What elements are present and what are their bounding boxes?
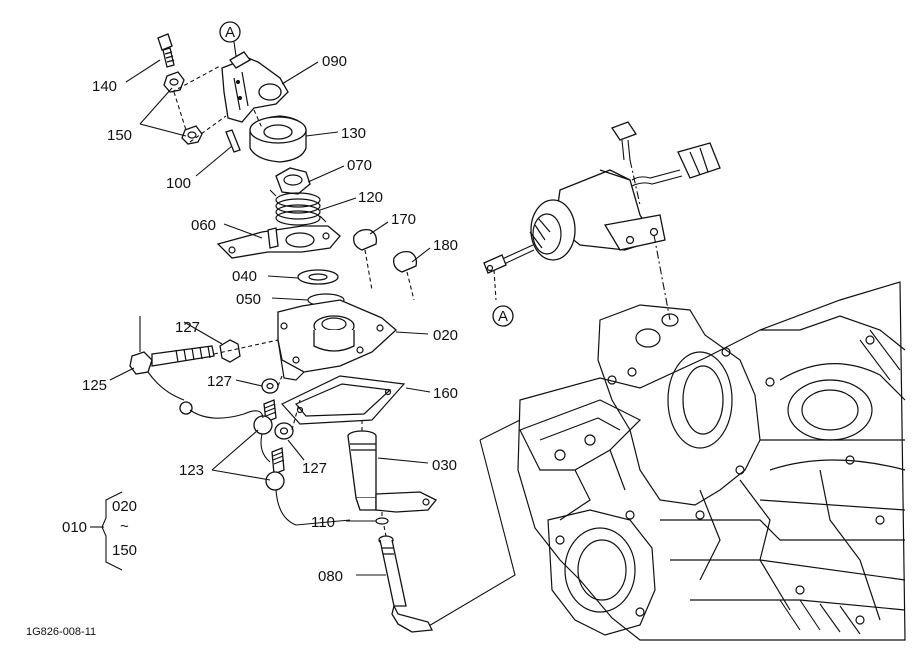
reference-a-label: A	[225, 24, 235, 41]
seal-wire	[275, 489, 351, 526]
part-140-bolt	[157, 33, 175, 68]
label-030: 030	[432, 457, 457, 474]
label-125: 125	[82, 377, 107, 394]
assembly-connector-line	[421, 439, 516, 631]
label-140: 140	[92, 78, 117, 95]
label-group-from: 020	[112, 498, 137, 515]
label-100: 100	[166, 175, 191, 192]
label-150: 150	[107, 127, 132, 144]
label-127-middle: 127	[207, 373, 232, 390]
stop-solenoid	[483, 121, 721, 321]
label-110: 110	[311, 514, 335, 531]
reference-a-top: A	[219, 21, 241, 43]
seal-wire	[147, 371, 185, 401]
part-070-nut	[275, 167, 311, 195]
part-020-housing	[277, 299, 397, 381]
part-100-pin	[225, 129, 241, 153]
part-180-bolt	[393, 250, 418, 301]
part-120-spring	[269, 189, 327, 226]
part-060-lever	[216, 225, 341, 259]
part-040-washer	[297, 269, 339, 285]
part-labels: 140 150 090 130 100 070 120 060 170 180 …	[82, 53, 458, 585]
label-160: 160	[433, 385, 458, 402]
label-060: 060	[191, 217, 216, 234]
label-050: 050	[236, 291, 261, 308]
part-130-cam	[249, 115, 307, 163]
label-010: 010	[62, 519, 87, 536]
group-bracket: 010 020 ~ 150	[62, 491, 137, 571]
label-group-to: 150	[112, 542, 137, 559]
label-020: 020	[433, 327, 458, 344]
engine-block	[517, 281, 906, 641]
label-130: 130	[341, 125, 366, 142]
assembly-connector-line	[479, 419, 521, 441]
reference-a-solenoid: A	[492, 305, 514, 327]
leader-lines	[109, 41, 431, 576]
part-110-clip	[375, 517, 389, 525]
part-080-shaft	[378, 535, 434, 633]
part-090-bracket	[221, 51, 289, 123]
reference-a-label: A	[498, 308, 508, 325]
label-040: 040	[232, 268, 257, 285]
part-030-shaft	[347, 430, 438, 513]
part-170-bolt	[353, 228, 378, 291]
label-180: 180	[433, 237, 458, 254]
label-070: 070	[347, 157, 372, 174]
label-090: 090	[322, 53, 347, 70]
seal-wire	[189, 409, 264, 419]
label-123: 123	[179, 462, 204, 479]
label-group-tilde: ~	[120, 518, 129, 535]
label-127-top: 127	[175, 319, 200, 336]
part-150-nut	[163, 71, 203, 145]
label-170: 170	[391, 211, 416, 228]
part-125-bolt	[129, 316, 215, 375]
figure-code: 1G826-008-11	[26, 626, 96, 638]
part-123-adjust-bolt	[253, 399, 285, 491]
seal-lead	[179, 401, 193, 415]
part-160-gasket	[281, 375, 406, 425]
seal-wire	[260, 433, 271, 463]
label-120: 120	[358, 189, 383, 206]
label-127-bottom: 127	[302, 460, 327, 477]
label-080: 080	[318, 568, 343, 585]
